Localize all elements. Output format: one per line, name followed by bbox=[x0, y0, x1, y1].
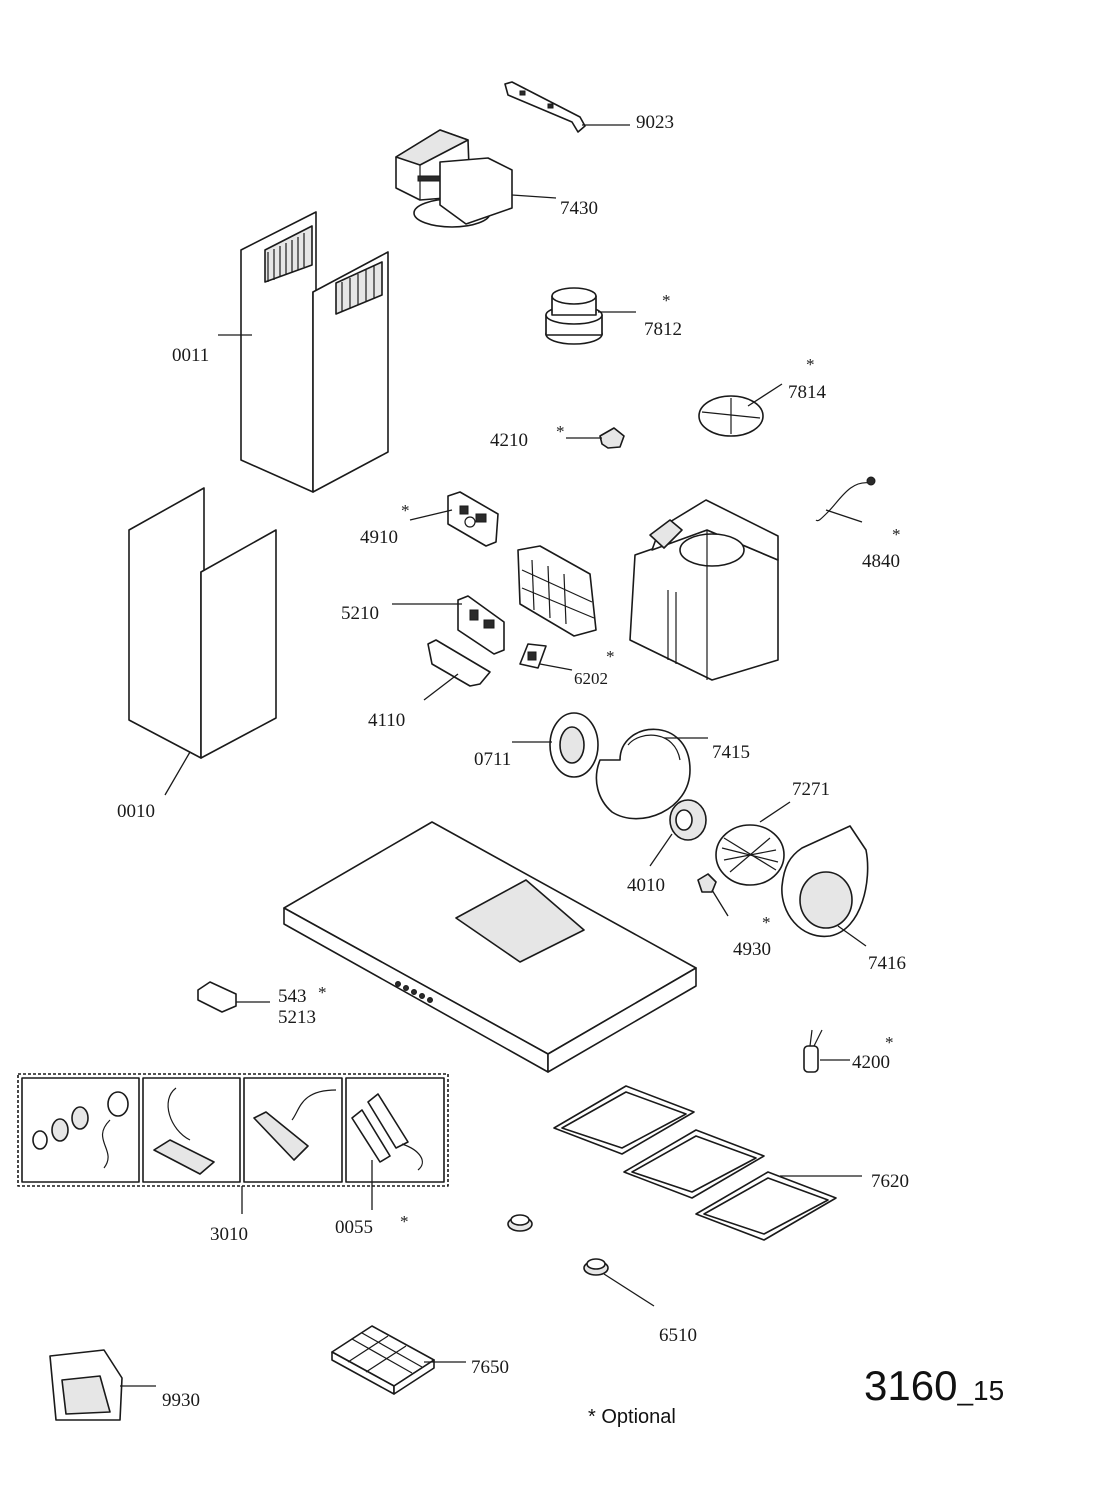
label-0011: 0011 bbox=[172, 345, 209, 366]
air-diverter-7430-drawing bbox=[395, 129, 557, 228]
capacitor-4200-drawing bbox=[803, 1029, 850, 1073]
knobs-6510-drawing bbox=[507, 1214, 655, 1307]
optional-star-4200: * bbox=[885, 1033, 894, 1052]
label-6202: 6202 bbox=[574, 669, 608, 688]
carbon-filter-7650-drawing bbox=[331, 1325, 466, 1395]
optional-star-7812: * bbox=[662, 291, 671, 310]
upper-chimney-0011-drawing bbox=[218, 211, 389, 493]
model-code-main: 3160 bbox=[864, 1362, 957, 1409]
label-4930: 4930 bbox=[733, 939, 771, 960]
label-9023: 9023 bbox=[636, 112, 674, 133]
frame-panel-drawing bbox=[517, 545, 597, 637]
scroll-7415-drawing bbox=[595, 728, 708, 820]
filters-7620-drawing bbox=[553, 1085, 862, 1241]
canopy-drawing bbox=[283, 821, 697, 1073]
label-3010: 3010 bbox=[210, 1224, 248, 1245]
label-4110: 4110 bbox=[368, 710, 405, 731]
label-6510: 6510 bbox=[659, 1325, 697, 1346]
label-7814: 7814 bbox=[788, 382, 827, 403]
label-7620: 7620 bbox=[871, 1171, 909, 1192]
label-7430: 7430 bbox=[560, 198, 598, 219]
optional-star-4910: * bbox=[401, 501, 410, 520]
optional-star-7814: * bbox=[806, 355, 815, 374]
label-9930: 9930 bbox=[162, 1390, 200, 1411]
label-7812: 7812 bbox=[644, 319, 682, 340]
optional-star-4930: * bbox=[762, 913, 771, 932]
part-4210-drawing bbox=[566, 427, 625, 449]
label-7416: 7416 bbox=[868, 953, 906, 974]
label-7650: 7650 bbox=[471, 1357, 509, 1378]
motor-4010-drawing bbox=[649, 799, 707, 867]
optional-legend: * Optional bbox=[588, 1406, 676, 1428]
label-4840: 4840 bbox=[862, 551, 900, 572]
label-4910: 4910 bbox=[360, 527, 398, 548]
label-5213: 5213 bbox=[278, 1007, 316, 1028]
label-0711: 0711 bbox=[474, 749, 511, 770]
disc-7814-drawing bbox=[698, 383, 783, 437]
optional-star-6202: * bbox=[606, 647, 615, 666]
cable-4840-drawing bbox=[815, 476, 876, 523]
plate-0711-drawing bbox=[512, 712, 599, 778]
bag-9930-drawing bbox=[49, 1349, 156, 1421]
label-4010: 4010 bbox=[627, 875, 665, 896]
model-code: 3160_15 bbox=[864, 1362, 1004, 1409]
model-code-suffix: _15 bbox=[956, 1375, 1004, 1406]
lower-chimney-0010-drawing bbox=[128, 487, 277, 796]
box-543-drawing bbox=[197, 981, 270, 1013]
collar-7812-drawing bbox=[545, 287, 636, 345]
label-543: 543 bbox=[278, 986, 307, 1007]
switch-6202-drawing bbox=[519, 643, 573, 671]
optional-star-4210: * bbox=[556, 422, 565, 441]
board-5210-drawing bbox=[392, 595, 505, 655]
part-4930-drawing bbox=[697, 873, 729, 917]
optional-star-0055: * bbox=[400, 1212, 409, 1231]
label-7415: 7415 bbox=[712, 742, 750, 763]
label-0055: 0055 bbox=[335, 1217, 373, 1238]
motor-housing-drawing bbox=[629, 499, 779, 681]
fan-housing-7416-drawing bbox=[781, 825, 869, 947]
cover-4110-drawing bbox=[423, 639, 491, 701]
optional-star-4840: * bbox=[892, 525, 901, 544]
impeller-7271-drawing bbox=[715, 801, 791, 886]
label-7271: 7271 bbox=[792, 779, 830, 800]
label-0010: 0010 bbox=[117, 801, 155, 822]
label-4200: 4200 bbox=[852, 1052, 890, 1073]
board-4910-drawing bbox=[409, 491, 499, 547]
label-4210: 4210 bbox=[490, 430, 528, 451]
bracket-9023-drawing bbox=[504, 81, 630, 133]
optional-star-543: * bbox=[318, 983, 327, 1002]
kit-panels-drawing bbox=[17, 1073, 449, 1214]
label-5210: 5210 bbox=[341, 603, 379, 624]
